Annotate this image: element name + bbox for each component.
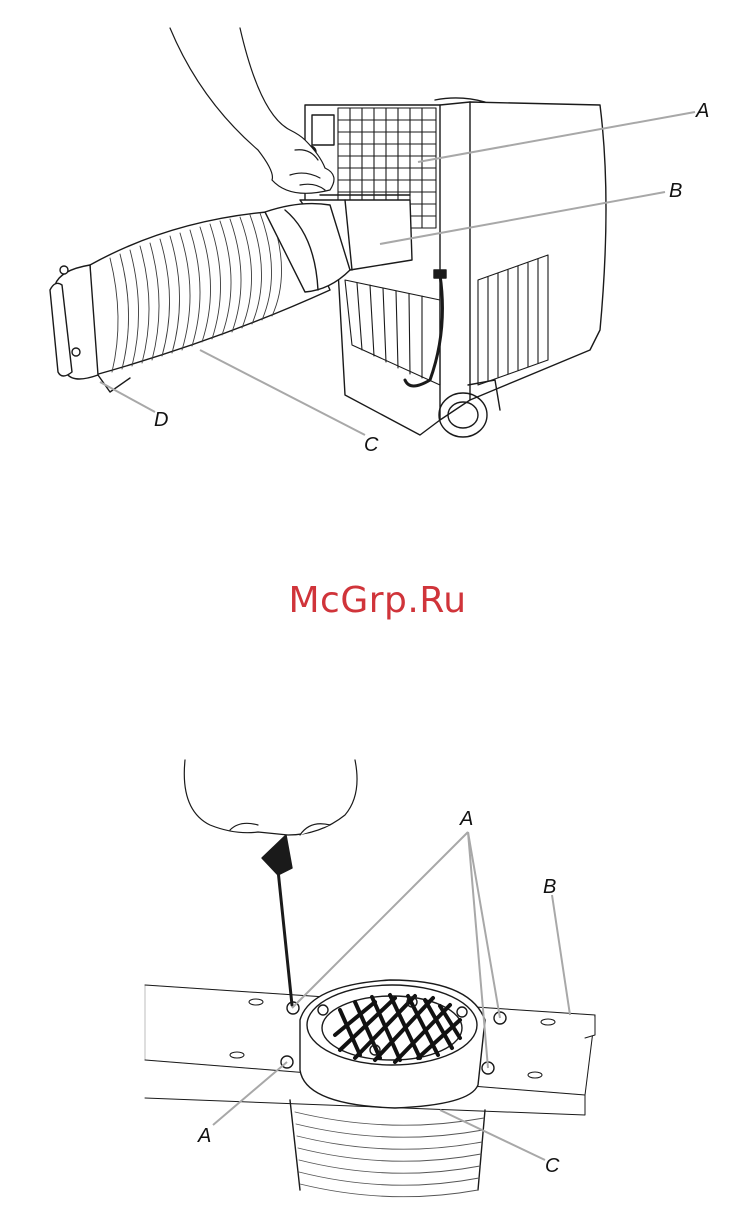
screwdriver [262,835,292,1005]
label-a: A [695,100,709,122]
grille-side [478,255,548,385]
label-c: C [364,434,379,456]
label-a-top: A [459,808,473,830]
figure-window-plate: A B A C [0,740,755,1206]
label-d: D [154,409,168,431]
label-b: B [669,180,682,202]
label-b: B [543,876,556,898]
label-a-left: A [197,1125,211,1147]
hand-illustration [184,760,357,835]
hose-section [290,1100,485,1197]
label-c: C [545,1155,560,1177]
exhaust-hose [90,204,350,375]
figure-hose-attachment: A B C D [0,0,755,480]
watermark-text: McGrp.Ru [0,580,755,621]
cable-clip [434,270,446,278]
